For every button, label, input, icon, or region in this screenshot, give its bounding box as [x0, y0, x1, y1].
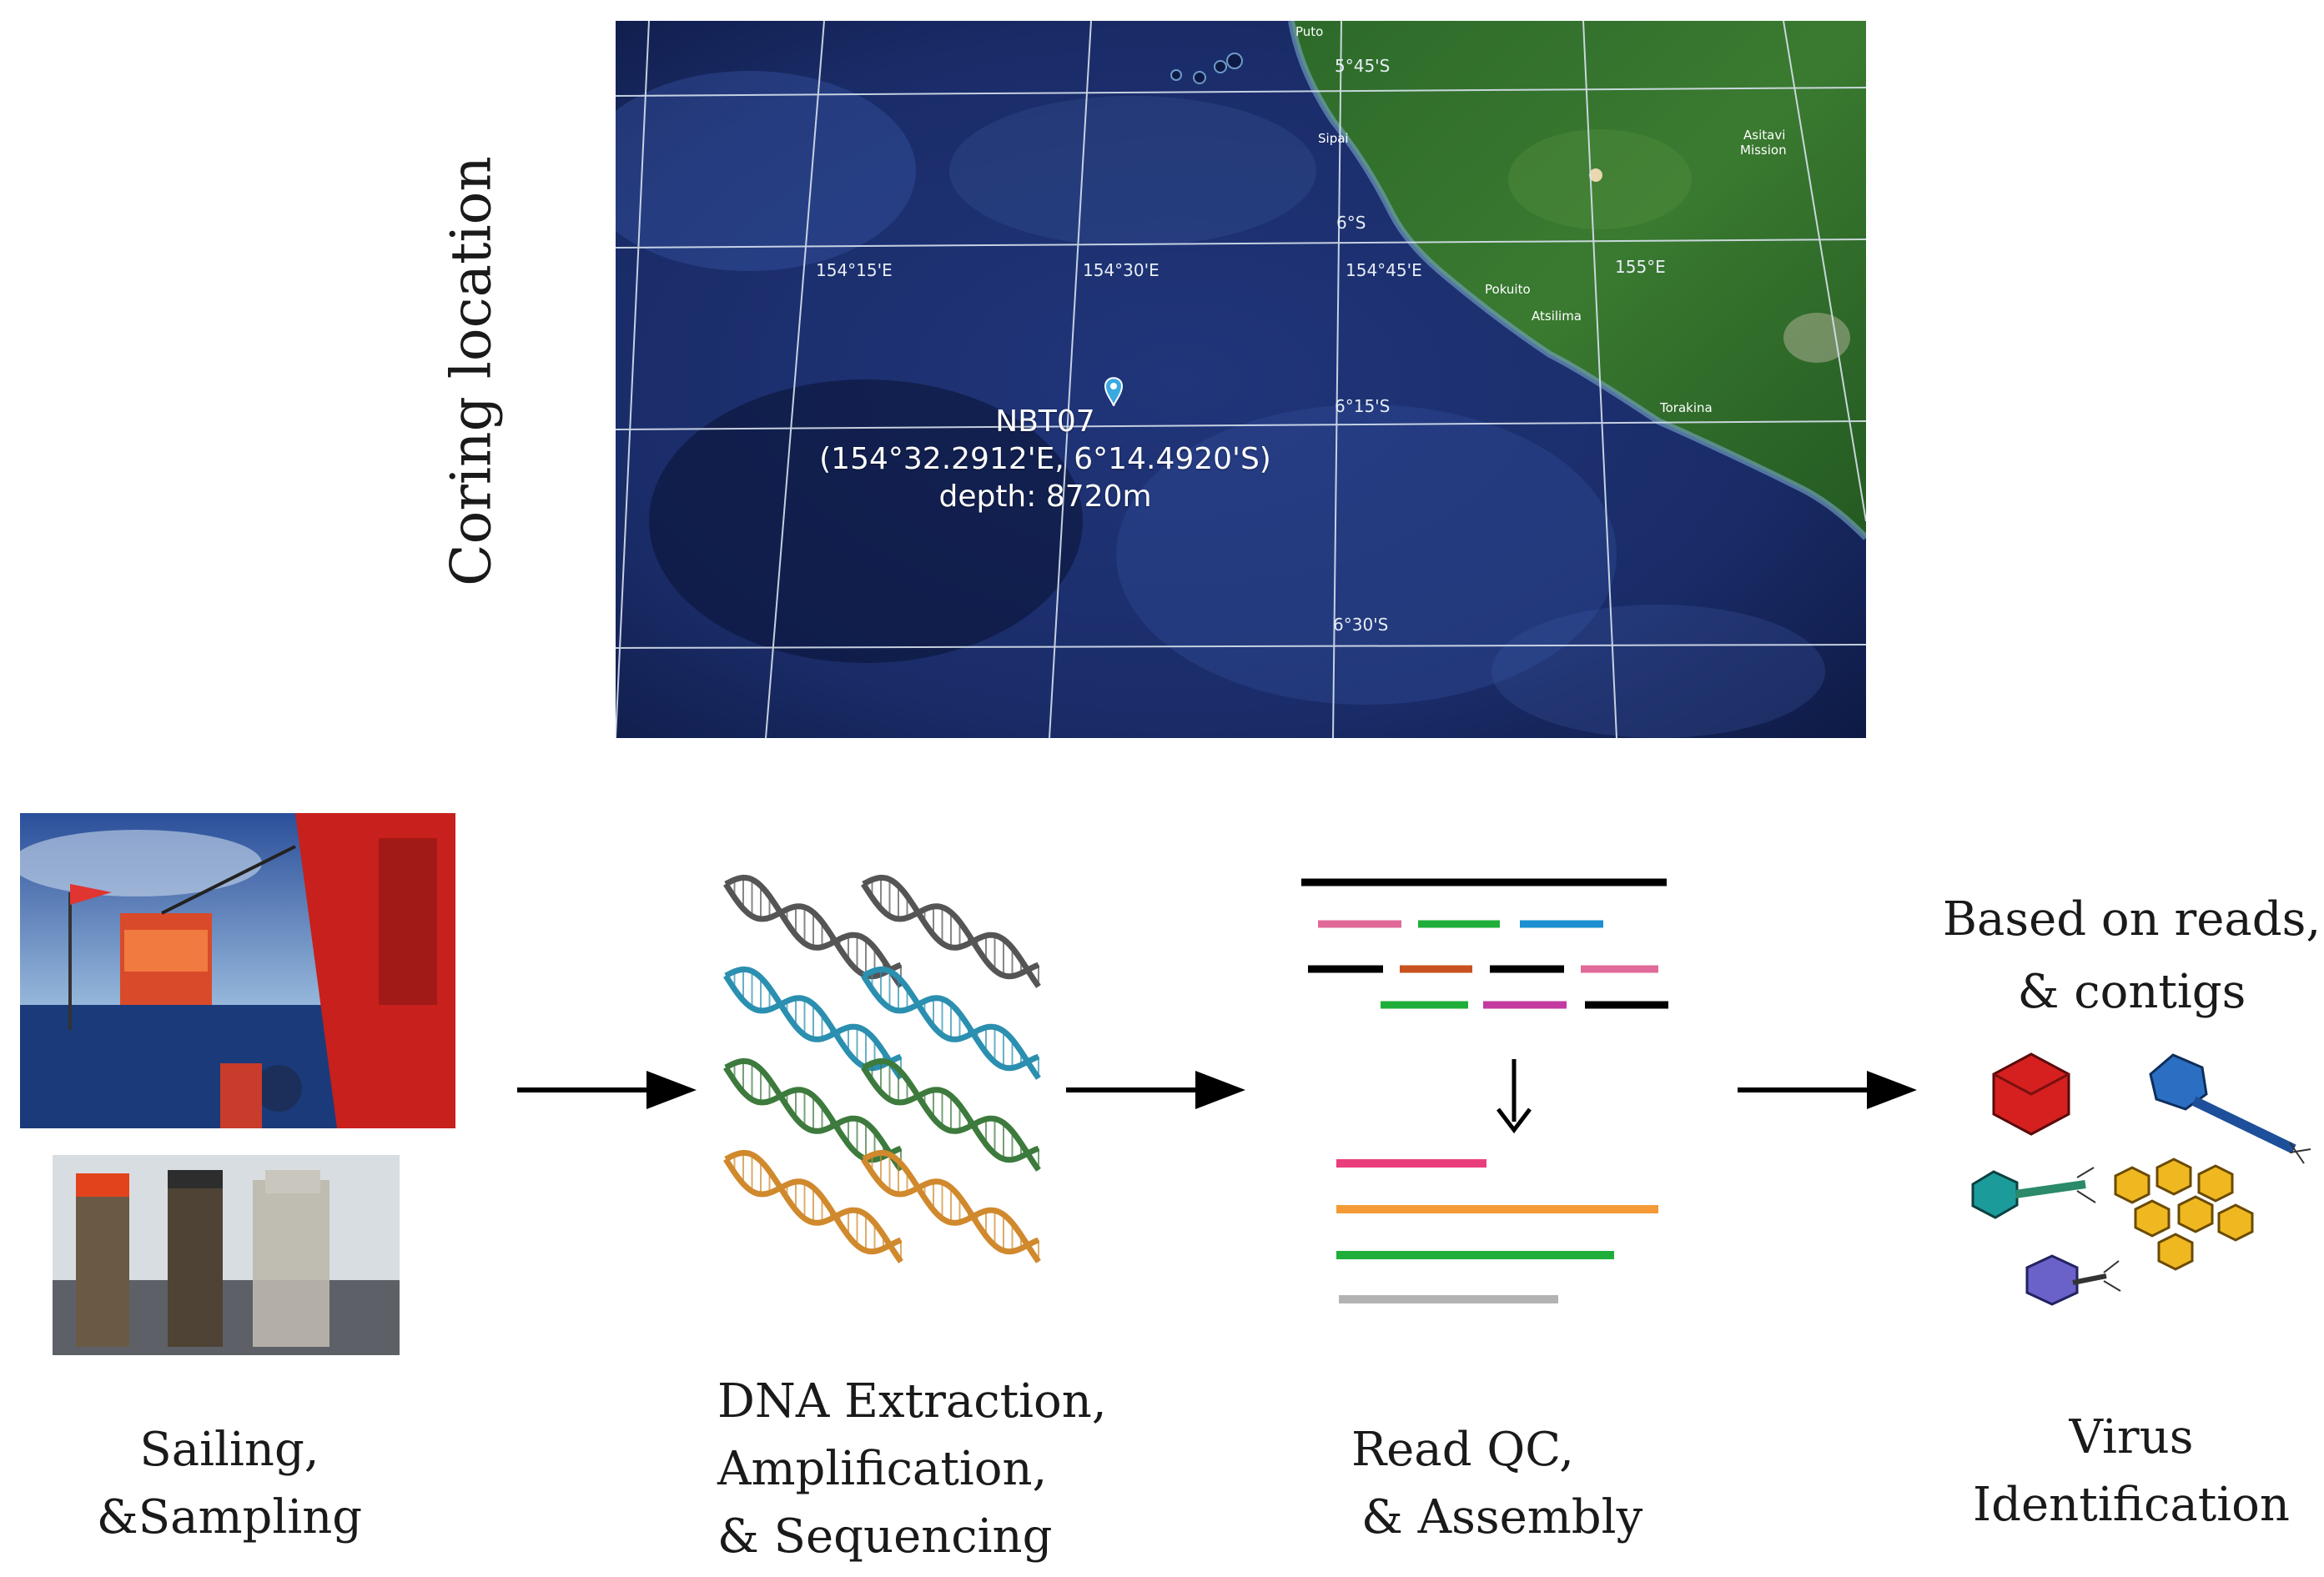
place-label-mission: Mission: [1740, 143, 1787, 158]
site-name: NBT07: [995, 404, 1095, 439]
caption-readqc-line1: Read QC,: [1351, 1423, 1574, 1477]
arrow-right-3: [1738, 1069, 1917, 1111]
caption-readqc-line2: & Assembly: [1361, 1490, 1643, 1545]
site-pin: [1104, 377, 1124, 407]
yellow-virus-cluster-icon: [2114, 1158, 2254, 1271]
read-assembly-illustration: [1301, 867, 1685, 1318]
site-coordinates: (154°32.2912'E, 6°14.4920'S): [819, 442, 1271, 476]
identification-note: Based on reads, & contigs: [1939, 884, 2324, 1029]
grid-label-lat2: 6°S: [1336, 213, 1366, 233]
assembly-down-arrow: [1497, 1059, 1532, 1134]
dna-helix-icon: [723, 1149, 903, 1263]
dna-helix-icon: [723, 1057, 903, 1172]
dna-helix-icon: [861, 966, 1041, 1080]
coring-location-map: 154°15'E 154°30'E 154°45'E 155°E 5°45'S …: [616, 21, 1866, 738]
caption-virus-line2: Identification: [1973, 1478, 2290, 1533]
purple-phage-icon: [2025, 1254, 2121, 1306]
caption-sailing-line1: Sailing,: [139, 1423, 319, 1477]
place-label-torakina: Torakina: [1660, 400, 1713, 415]
site-depth: depth: 8720m: [938, 480, 1152, 514]
coring-location-title: Coring location: [434, 156, 509, 586]
red-icosahedral-virus-icon: [1992, 1052, 2070, 1136]
caption-dna-line1: DNA Extraction,: [717, 1374, 1107, 1429]
caption-read-qc-assembly: Read QC, & Assembly: [1351, 1416, 1685, 1551]
caption-virus-identification: Virus Identification: [1944, 1404, 2319, 1539]
grid-label-lat1: 5°45'S: [1335, 56, 1391, 76]
dna-helices-illustration: [717, 867, 1059, 1276]
grid-label-lon1: 154°15'E: [816, 260, 893, 280]
arrow-right-1: [517, 1069, 697, 1111]
place-label-pokuito: Pokuito: [1485, 282, 1531, 297]
virus-illustrations: [1952, 1042, 2319, 1330]
sample-tubes-photo: [53, 1155, 400, 1355]
sailing-photo: [20, 813, 455, 1128]
grid-label-lon4: 155°E: [1615, 257, 1666, 277]
place-label-asitavi: Asitavi: [1743, 128, 1786, 143]
dna-helix-icon: [723, 874, 903, 988]
identification-note-line1: Based on reads,: [1942, 892, 2321, 947]
dna-helix-icon: [861, 874, 1041, 988]
grid-label-lon3: 154°45'E: [1346, 260, 1422, 280]
caption-dna-line3: & Sequencing: [717, 1509, 1053, 1564]
grid-label-lon2: 154°30'E: [1083, 260, 1159, 280]
teal-tailed-phage-icon: [1971, 1167, 2096, 1219]
dna-helix-icon: [861, 1057, 1041, 1172]
caption-dna-line2: Amplification,: [717, 1442, 1048, 1497]
place-label-atsilima: Atsilima: [1532, 309, 1582, 324]
grid-label-lat3: 6°15'S: [1335, 396, 1391, 416]
identification-note-line2: & contigs: [2017, 964, 2246, 1019]
grid-label-lat4: 6°30'S: [1333, 615, 1389, 635]
place-label-sipai: Sipai: [1318, 131, 1349, 146]
blue-tailed-phage-icon: [2149, 1053, 2311, 1164]
satellite-map-image: [616, 21, 1866, 738]
caption-sailing-sampling: Sailing, &Sampling: [83, 1416, 375, 1551]
site-annotation: NBT07 (154°32.2912'E, 6°14.4920'S) depth…: [757, 403, 1333, 515]
caption-sailing-line2: &Sampling: [96, 1490, 363, 1545]
coring-location-title-text: Coring location: [439, 156, 504, 586]
caption-virus-line1: Virus: [2069, 1410, 2194, 1464]
caption-dna-extraction: DNA Extraction, Amplification, & Sequenc…: [717, 1368, 1107, 1571]
place-label-puto: Puto: [1295, 24, 1324, 39]
dna-helix-icon: [861, 1149, 1041, 1263]
arrow-right-2: [1066, 1069, 1245, 1111]
